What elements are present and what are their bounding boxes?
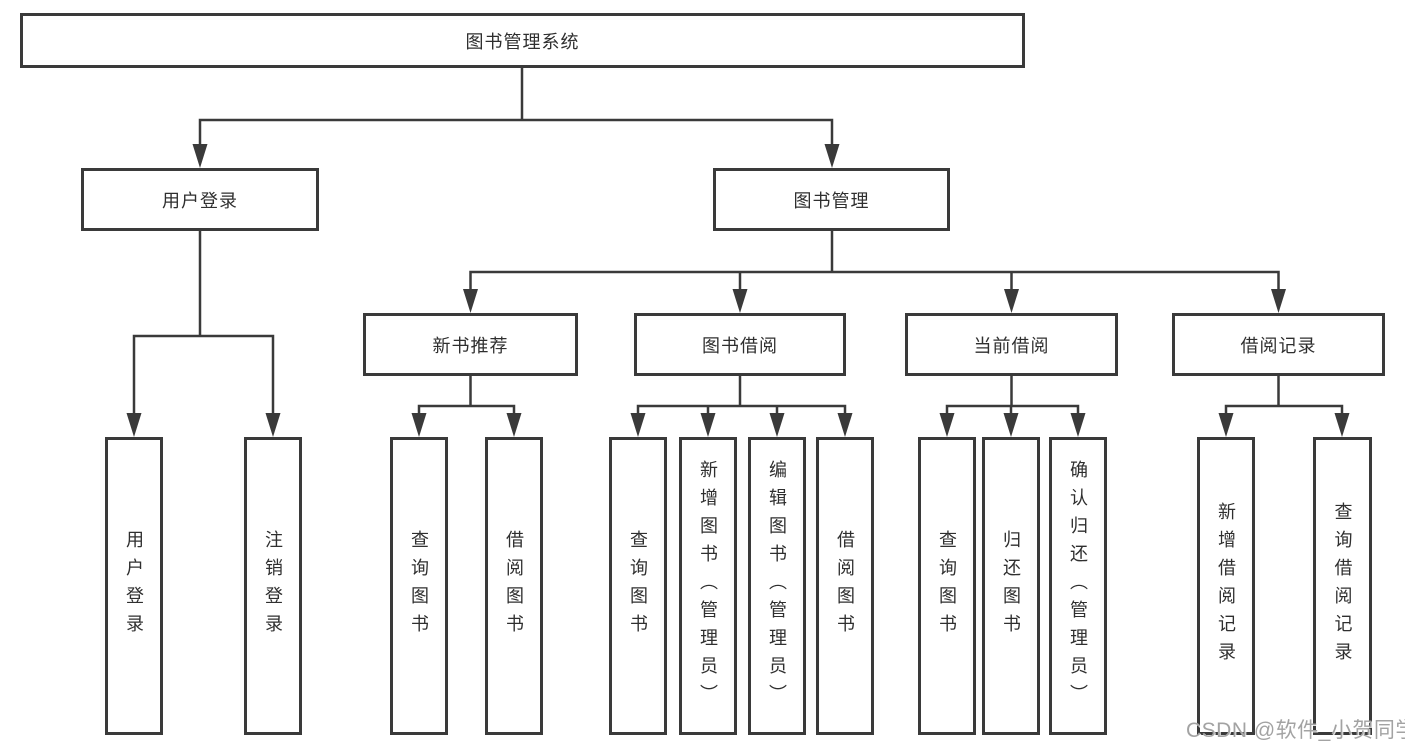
connector-lines <box>469 229 1280 293</box>
node-leaf-rec-query-book: 查询图书 <box>390 437 448 735</box>
node-leaf-cur-confirm-return-admin: 确认归还（管理员） <box>1049 437 1107 735</box>
arrowhead <box>1004 289 1019 313</box>
node-book-management: 图书管理 <box>713 168 950 231</box>
arrowhead <box>265 413 281 437</box>
node-leaf-cur-query-book: 查询图书 <box>918 437 976 735</box>
arrowhead <box>1070 413 1086 437</box>
connector-lines <box>945 374 1080 416</box>
connector-user-login-children <box>126 229 281 437</box>
arrowhead <box>1003 413 1019 437</box>
node-leaf-logout: 注销登录 <box>244 437 302 735</box>
node-current-borrowing: 当前借阅 <box>905 313 1118 376</box>
leaf-label: 查询图书 <box>937 530 957 642</box>
node-leaf-rec-query-record: 查询借阅记录 <box>1313 437 1372 735</box>
connector-lines <box>132 229 275 416</box>
leaf-label: 新增借阅记录 <box>1216 502 1236 670</box>
arrowhead <box>700 413 716 437</box>
node-library-system-root: 图书管理系统 <box>20 13 1025 68</box>
arrowhead <box>506 413 522 437</box>
connector-lines <box>1224 374 1344 416</box>
arrowhead <box>630 413 646 437</box>
leaf-label: 查询借阅记录 <box>1332 502 1353 670</box>
leaf-label: 归还图书 <box>1001 530 1021 642</box>
connector-root-to-level2 <box>192 66 840 168</box>
node-book-borrowing: 图书借阅 <box>634 313 846 376</box>
leaf-label: 新增图书（管理员） <box>698 460 718 712</box>
leaf-label: 用户登录 <box>124 530 144 642</box>
node-borrowing-records: 借阅记录 <box>1172 313 1385 376</box>
node-leaf-bor-borrow-book: 借阅图书 <box>816 437 874 735</box>
csdn-watermark: CSDN @软件_小贺同学 <box>1186 719 1405 742</box>
node-leaf-bor-edit-book-admin: 编辑图书（管理员） <box>748 437 806 735</box>
arrowhead <box>192 144 208 168</box>
connector-lines <box>417 374 516 416</box>
node-leaf-bor-query-book: 查询图书 <box>609 437 667 735</box>
leaf-label: 确认归还（管理员） <box>1068 460 1088 712</box>
connector-book-mgmt-children <box>463 229 1286 313</box>
arrowhead <box>769 413 785 437</box>
arrowhead <box>824 144 840 168</box>
connector-lines <box>636 374 847 416</box>
leaf-label: 借阅图书 <box>504 530 524 642</box>
node-user-login: 用户登录 <box>81 168 319 231</box>
arrowhead <box>126 413 142 437</box>
arrowhead <box>463 289 478 313</box>
node-leaf-rec-borrow-book: 借阅图书 <box>485 437 543 735</box>
connector-borrow-record-children <box>1218 374 1350 437</box>
arrowhead <box>1271 289 1286 313</box>
arrowhead <box>1218 413 1234 437</box>
arrowhead <box>732 289 748 313</box>
node-leaf-bor-add-book-admin: 新增图书（管理员） <box>679 437 737 735</box>
connector-lines <box>198 66 834 147</box>
connector-new-book-rec-children <box>411 374 522 437</box>
node-new-book-recommendation: 新书推荐 <box>363 313 578 376</box>
connector-book-borrow-children <box>630 374 853 437</box>
leaf-label: 注销登录 <box>263 530 283 642</box>
connector-current-borrow-children <box>939 374 1086 437</box>
arrowhead <box>837 413 853 437</box>
node-leaf-user-login: 用户登录 <box>105 437 163 735</box>
arrowhead <box>411 413 427 437</box>
leaf-label: 查询图书 <box>409 530 429 642</box>
node-leaf-rec-add-record: 新增借阅记录 <box>1197 437 1255 735</box>
arrowhead <box>939 413 955 437</box>
node-leaf-cur-return-book: 归还图书 <box>982 437 1040 735</box>
leaf-label: 查询图书 <box>628 530 648 642</box>
leaf-label: 借阅图书 <box>835 530 855 642</box>
leaf-label: 编辑图书（管理员） <box>767 460 787 712</box>
arrowhead <box>1334 413 1350 437</box>
